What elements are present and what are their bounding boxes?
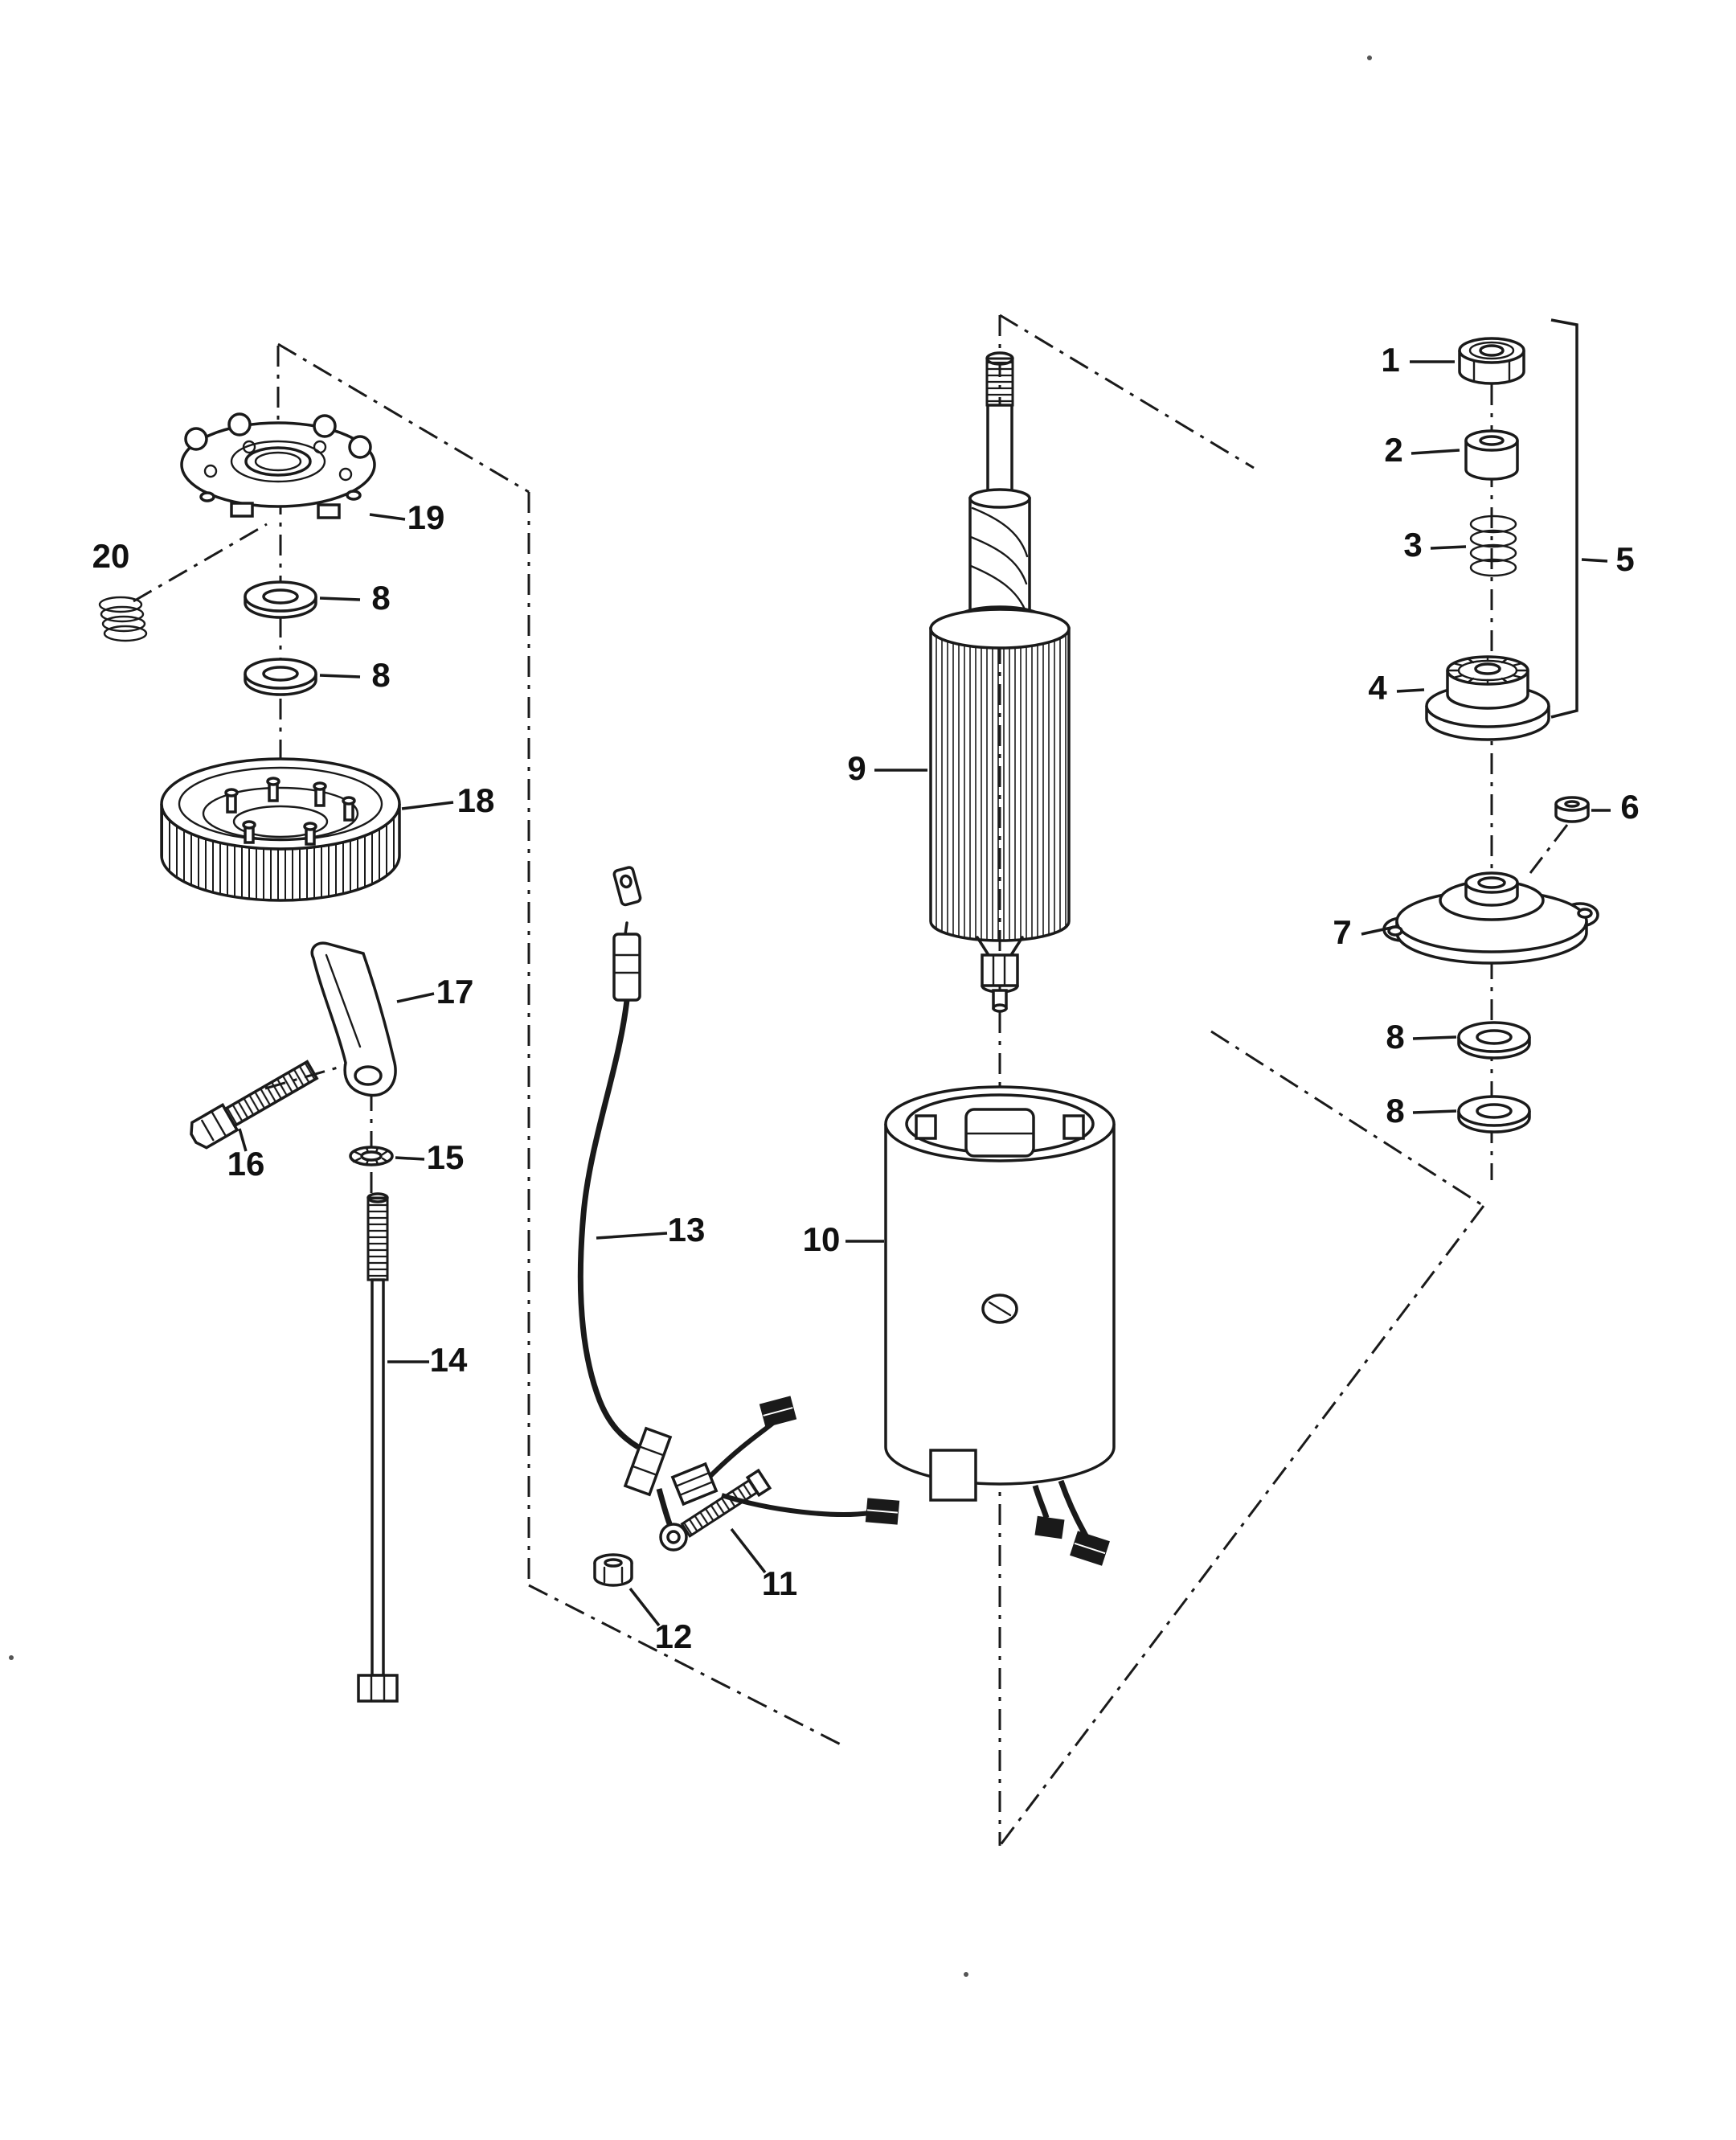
part-label-19: 19 — [407, 498, 445, 536]
part-label-7: 7 — [1333, 913, 1351, 951]
part-5-bracket — [1550, 318, 1578, 719]
part-17-mount-bracket — [310, 941, 397, 1097]
part-label-8c: 8 — [1386, 1018, 1404, 1056]
part-16-hex-bolt — [190, 1060, 319, 1150]
part-15-lock-washer — [349, 1146, 394, 1166]
part-label-12: 12 — [655, 1617, 693, 1655]
part-label-14: 14 — [430, 1341, 468, 1379]
part-label-8a: 8 — [371, 579, 390, 617]
part-18-end-frame — [160, 757, 401, 902]
part-6-hex-nut-small — [1554, 796, 1590, 823]
part-9-armature — [929, 351, 1071, 1013]
part-label-2: 2 — [1384, 431, 1402, 469]
part-label-13: 13 — [668, 1211, 706, 1248]
part-4-pinion-gear — [1425, 655, 1550, 741]
part-label-18: 18 — [457, 781, 495, 819]
part-1-hex-nut — [1458, 337, 1525, 385]
part-label-8b: 8 — [371, 656, 390, 694]
part-label-20: 20 — [92, 537, 130, 575]
part-label-3: 3 — [1403, 526, 1422, 564]
scan-specks — [9, 55, 1372, 1977]
part-10-starter-frame — [884, 1085, 1116, 1566]
part-8-washer-d — [1457, 1095, 1531, 1134]
part-20-spring-small — [98, 596, 148, 642]
leader-lines — [238, 360, 1611, 1627]
part-label-17: 17 — [436, 973, 474, 1011]
part-14-through-bolt — [357, 1192, 399, 1703]
part-label-15: 15 — [427, 1138, 465, 1176]
part-labels: 1 2 3 4 5 6 7 8 8 9 10 11 12 13 14 15 16… — [92, 341, 1640, 1655]
part-label-6: 6 — [1620, 788, 1639, 826]
part-8-washer-a — [244, 580, 317, 619]
part-7-end-cap — [1382, 871, 1599, 965]
part-label-10: 10 — [803, 1220, 841, 1258]
part-label-11: 11 — [762, 1564, 797, 1602]
part-label-8d: 8 — [1386, 1092, 1404, 1129]
part-11-brush-screw-assembly — [670, 1396, 900, 1538]
part-12-hex-nut — [593, 1553, 633, 1587]
part-2-spacer-bushing — [1464, 429, 1519, 481]
part-label-9: 9 — [847, 749, 866, 787]
part-13-cable-assembly — [577, 866, 688, 1552]
part-label-16: 16 — [227, 1145, 265, 1183]
part-label-5: 5 — [1615, 540, 1634, 578]
part-label-4: 4 — [1368, 669, 1387, 707]
part-8-washer-b — [244, 658, 317, 696]
part-label-1: 1 — [1381, 341, 1399, 379]
part-3-spring — [1469, 515, 1517, 577]
part-19-brush-plate — [180, 412, 376, 519]
part-8-washer-c — [1457, 1021, 1531, 1060]
